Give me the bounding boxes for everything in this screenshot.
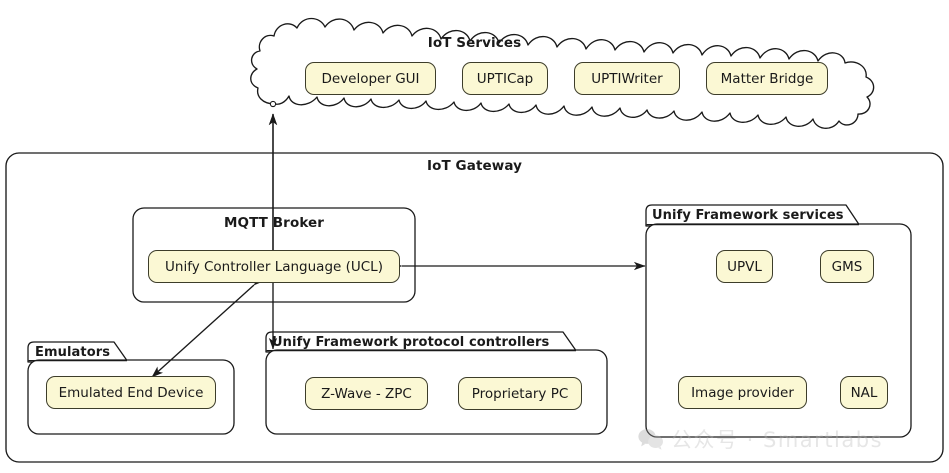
framework-services-folder-tab [645,204,861,227]
iot-gateway-title: IoT Gateway [426,158,523,174]
emulators-title: Emulators [35,345,111,360]
emulators-folder-tab [27,341,129,363]
node-gms[interactable]: GMS [820,250,874,283]
node-developer-gui[interactable]: Developer GUI [305,62,436,95]
node-unify-controller-language[interactable]: Unify Controller Language (UCL) [148,250,400,283]
mqtt-broker-title: MQTT Broker [223,215,325,231]
connector-ucl-to-emulated-end-device [151,274,266,378]
node-upticap[interactable]: UPTICap [462,62,548,95]
framework-services-title: Unify Framework services [652,208,844,223]
watermark: 公众号 · Smartlabs [638,424,883,454]
iot-services-title: IoT Services [427,35,522,51]
node-upvl[interactable]: UPVL [716,250,773,283]
node-uptiwriter[interactable]: UPTIWriter [574,62,680,95]
node-emulated-end-device[interactable]: Emulated End Device [46,376,216,409]
node-matter-bridge[interactable]: Matter Bridge [706,62,828,95]
wechat-icon [638,429,663,450]
node-nal[interactable]: NAL [840,376,888,409]
iot-services-cloud-shape [250,17,875,129]
node-z-wave-zpc[interactable]: Z-Wave - ZPC [305,377,428,410]
node-image-provider[interactable]: Image provider [678,376,807,409]
protocol-controllers-title: Unify Framework protocol controllers [272,335,550,350]
node-proprietary-pc[interactable]: Proprietary PC [458,377,582,410]
watermark-text: 公众号 · Smartlabs [671,428,884,452]
protocol-controllers-folder-tab [265,331,578,353]
cloud-anchor-nub [269,100,277,108]
